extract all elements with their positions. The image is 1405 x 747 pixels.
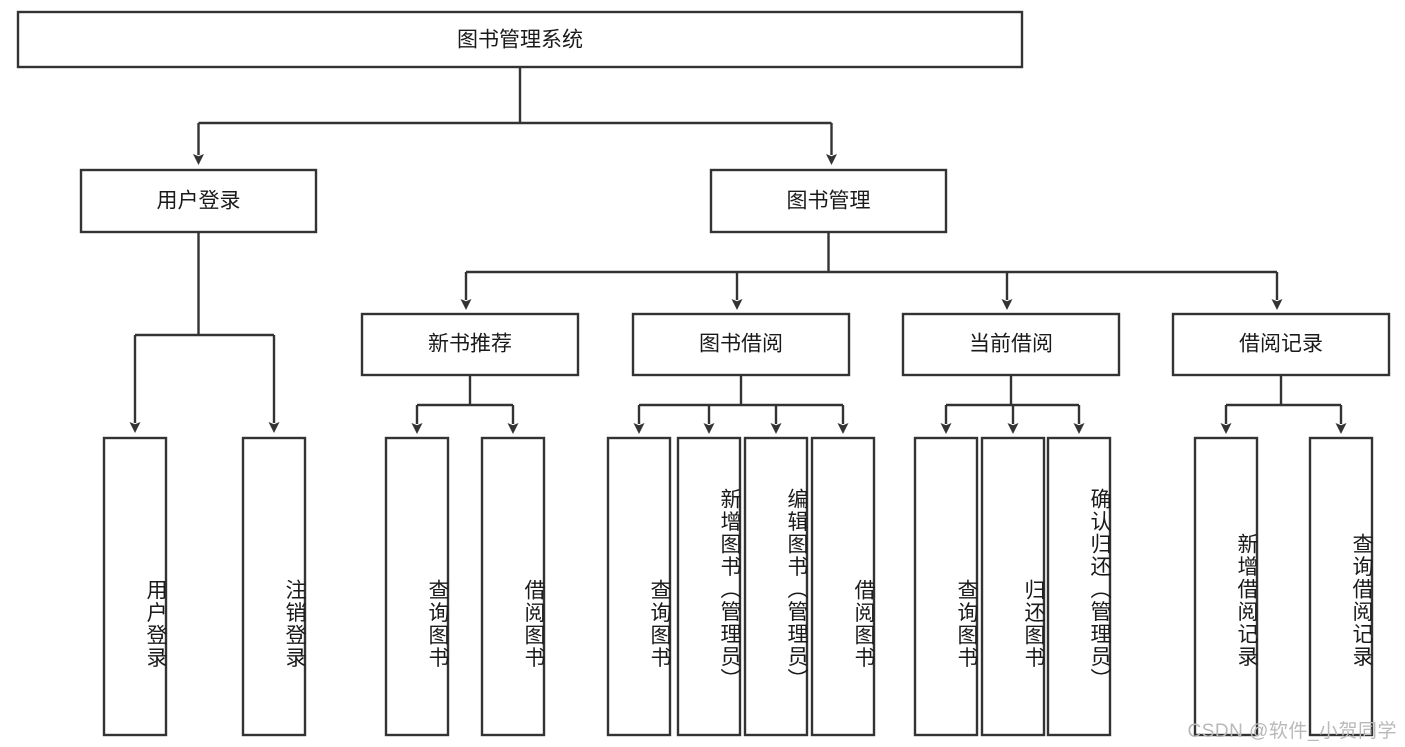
node-book-borrow-label: 图书借阅 [699,333,783,356]
node-new-book-recommend-label: 新书推荐 [428,333,512,356]
leaf-box-query-book-3[interactable] [913,436,979,737]
node-book-manage-label: 图书管理 [787,190,871,213]
connector-root-to-level2 [193,67,837,165]
connectors-layer [129,67,1347,434]
leaf-box-borrow-book-2[interactable] [810,436,876,737]
csdn-watermark: CSDN @软件_小贺同学 [1187,721,1397,742]
connector-borrow-record-to-leaves [1220,375,1347,434]
leaf-box-query-record[interactable] [1308,436,1374,737]
leaf-boxes-layer [102,436,1374,737]
leaf-box-query-book-1[interactable] [384,436,450,737]
node-book-manage[interactable]: 图书管理 [709,168,948,234]
node-root-label: 图书管理系统 [457,29,583,52]
node-root[interactable]: 图书管理系统 [16,10,1024,69]
leaf-box-borrow-book-1[interactable] [480,436,546,737]
leaf-box-return-book[interactable] [980,436,1046,737]
node-user-login-label: 用户登录 [157,190,241,213]
node-current-borrow[interactable]: 当前借阅 [901,312,1121,377]
leaf-box-user-login[interactable] [102,436,168,737]
node-book-borrow[interactable]: 图书借阅 [631,312,851,377]
node-user-login[interactable]: 用户登录 [79,168,318,234]
node-borrow-record[interactable]: 借阅记录 [1171,312,1391,377]
leaf-box-logout[interactable] [241,436,307,737]
node-current-borrow-label: 当前借阅 [969,333,1053,356]
connector-book-manage-to-level3 [460,232,1283,310]
node-new-book-recommend[interactable]: 新书推荐 [360,312,580,377]
connector-book-borrow-to-leaves [633,375,849,434]
leaf-box-add-book[interactable] [676,436,742,737]
connector-user-login-to-leaves [129,232,280,433]
leaf-box-query-book-2[interactable] [606,436,672,737]
leaf-box-confirm-return[interactable] [1046,436,1112,737]
connector-new-book-recommend-to-leaves [411,375,519,434]
connector-current-borrow-to-leaves [940,375,1085,434]
leaf-box-add-record[interactable] [1193,436,1259,737]
leaf-box-edit-book[interactable] [743,436,809,737]
node-borrow-record-label: 借阅记录 [1239,333,1323,356]
